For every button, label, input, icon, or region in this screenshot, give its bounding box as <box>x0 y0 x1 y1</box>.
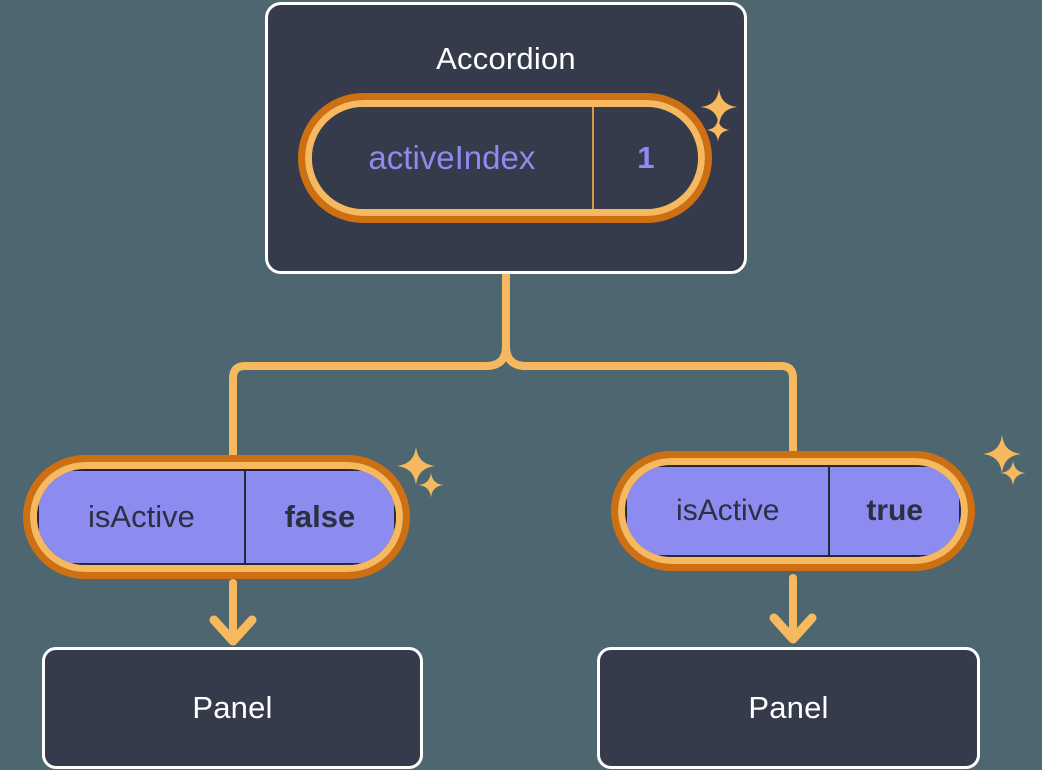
sparkle-icon <box>1000 460 1026 486</box>
state-key-label: activeIndex <box>312 107 592 209</box>
state-pill-is-active-false[interactable]: isActive false <box>23 455 410 579</box>
state-value-label: true <box>828 465 961 557</box>
connector-left-branch <box>229 342 510 459</box>
panel-title: Panel <box>748 690 829 725</box>
component-card-panel-left[interactable]: Panel <box>42 647 423 769</box>
page-title: Accordion <box>436 41 576 76</box>
state-key-label: isActive <box>37 469 244 565</box>
connector-right-branch <box>502 342 797 456</box>
state-key-label: isActive <box>625 465 829 557</box>
state-pill-is-active-true[interactable]: isActive true <box>611 451 975 571</box>
state-pill-active-index[interactable]: activeIndex 1 <box>298 93 712 223</box>
arrow-down-icon <box>769 574 817 644</box>
sparkle-icon <box>418 472 444 498</box>
component-card-panel-right[interactable]: Panel <box>597 647 980 769</box>
sparkle-icon <box>982 434 1022 474</box>
panel-title: Panel <box>192 690 273 725</box>
arrow-down-icon <box>209 579 257 646</box>
state-value-label: false <box>243 469 396 565</box>
state-value-label: 1 <box>591 107 698 209</box>
